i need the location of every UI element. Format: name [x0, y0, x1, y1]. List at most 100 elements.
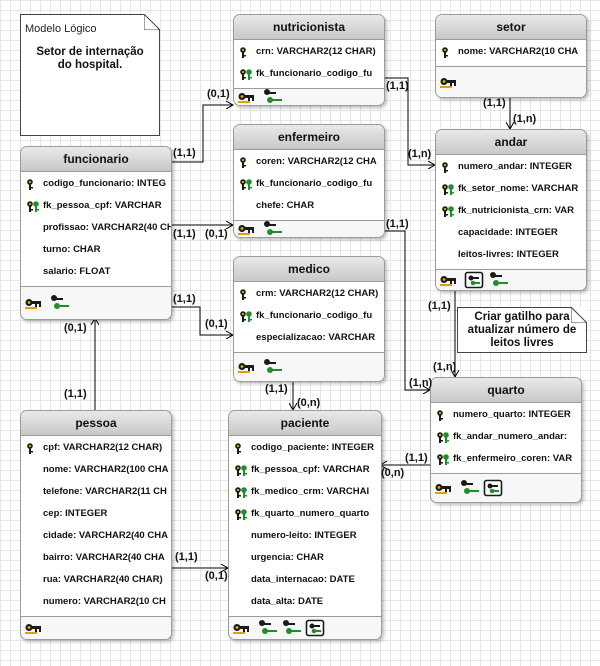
attribute-label: fk_setor_nome: VARCHAR — [458, 183, 579, 194]
foreign-key-constraint-icon[interactable] — [262, 358, 284, 376]
attribute-row[interactable]: urgencia: CHAR — [229, 547, 381, 569]
attribute-row[interactable]: fk_funcionario_codigo_fu — [234, 305, 384, 327]
attribute-row[interactable]: fk_quarto_numero_quarto — [229, 503, 381, 525]
attribute-label: fk_funcionario_codigo_fu — [256, 178, 373, 189]
attribute-row[interactable]: fk_funcionario_codigo_fu — [234, 173, 384, 195]
attribute-row[interactable]: fk_setor_nome: VARCHAR — [436, 178, 586, 200]
cardinality-label: (1,1) — [405, 452, 428, 464]
attribute-label: numero_andar: INTEGER — [458, 161, 573, 172]
attribute-row[interactable]: salario: FLOAT — [21, 261, 171, 283]
attribute-row[interactable]: turno: CHAR — [21, 239, 171, 261]
attribute-row[interactable]: numero_quarto: INTEGER — [431, 404, 581, 426]
attribute-label: numero_quarto: INTEGER — [453, 409, 571, 420]
attribute-row[interactable]: data_internacao: DATE — [229, 569, 381, 591]
primary-key-constraint-icon[interactable] — [238, 220, 260, 237]
attribute-label: salario: FLOAT — [43, 266, 111, 277]
attribute-row[interactable]: fk_nutricionista_crn: VAR — [436, 200, 586, 222]
attribute-row[interactable]: numero_andar: INTEGER — [436, 156, 586, 178]
foreign-key-constraint-icon[interactable] — [281, 619, 303, 637]
attribute-row[interactable]: cep: INTEGER — [21, 503, 171, 525]
trigger-icon[interactable] — [464, 271, 486, 289]
primary-key-constraint-icon[interactable] — [440, 271, 462, 289]
foreign-key-constraint-icon[interactable] — [257, 619, 279, 637]
note-body: Setor de internação do hospital. — [36, 46, 144, 71]
attribute-label: fk_pessoa_cpf: VARCHAR — [251, 464, 370, 475]
attribute-row[interactable]: codigo_funcionario: INTEG — [21, 173, 171, 195]
attribute-row[interactable]: leitos-livres: INTEGER — [436, 244, 586, 266]
foreign-key-constraint-icon[interactable] — [262, 88, 284, 105]
attribute-label: nome: VARCHAR2(10 CHA — [458, 46, 579, 57]
primary-key-constraint-icon[interactable] — [435, 479, 457, 497]
primary-key-constraint-icon[interactable] — [25, 294, 47, 312]
attribute-label: profissao: VARCHAR2(40 CH — [43, 222, 171, 233]
attribute-row[interactable]: fk_funcionario_codigo_fu — [234, 63, 384, 85]
attribute-row[interactable]: numero: VARCHAR2(10 CH — [21, 591, 171, 613]
attribute-list: crm: VARCHAR2(12 CHAR) fk_funcionario_cod… — [234, 282, 384, 349]
attribute-row[interactable]: profissao: VARCHAR2(40 CH — [21, 217, 171, 239]
cardinality-label: (1,1) — [173, 228, 196, 240]
cardinality-label: (0,1) — [64, 322, 87, 334]
primary-key-constraint-icon[interactable] — [238, 358, 260, 376]
operations-row — [436, 66, 586, 97]
attribute-row[interactable]: numero-leito: INTEGER — [229, 525, 381, 547]
attribute-row[interactable]: nome: VARCHAR2(10 CHA — [436, 41, 586, 63]
attribute-row[interactable]: codigo_paciente: INTEGER — [229, 437, 381, 459]
attribute-list: codigo_paciente: INTEGER fk_pessoa_cpf: V… — [229, 436, 381, 613]
note-gatilho[interactable]: Criar gatilho para atualizar número de l… — [457, 307, 587, 353]
attribute-label: fk_funcionario_codigo_fu — [256, 310, 373, 321]
cardinality-label: (0,1) — [205, 318, 228, 330]
attribute-row[interactable]: cpf: VARCHAR2(12 CHAR) — [21, 437, 171, 459]
attribute-row[interactable]: data_alta: DATE — [229, 591, 381, 613]
table-quarto[interactable]: quarto numero_quarto: INTEGER fk_andar_num… — [430, 377, 582, 503]
table-title: quarto — [431, 378, 581, 403]
primary-key-constraint-icon[interactable] — [233, 619, 255, 637]
attribute-row[interactable]: especializacao: VARCHAR — [234, 327, 384, 349]
primary-key-constraint-icon[interactable] — [238, 88, 260, 105]
cardinality-label: (0,1) — [205, 570, 228, 582]
cardinality-label: (1,1) — [175, 551, 198, 563]
attribute-row[interactable]: capacidade: INTEGER — [436, 222, 586, 244]
cardinality-label: (1,n) — [409, 377, 433, 389]
attribute-row[interactable]: crn: VARCHAR2(12 CHAR) — [234, 41, 384, 63]
attribute-label: leitos-livres: INTEGER — [458, 249, 559, 260]
attribute-row[interactable]: fk_enfermeiro_coren: VAR — [431, 448, 581, 470]
attribute-row[interactable]: rua: VARCHAR2(40 CHAR) — [21, 569, 171, 591]
foreign-key-constraint-icon[interactable] — [262, 220, 284, 237]
attribute-label: crm: VARCHAR2(12 CHAR) — [256, 288, 379, 299]
cardinality-label: (1,1) — [64, 388, 87, 400]
foreign-key-constraint-icon[interactable] — [49, 294, 71, 312]
folded-corner-icon — [571, 307, 587, 323]
attribute-row[interactable]: fk_pessoa_cpf: VARCHAR — [229, 459, 381, 481]
foreign-key-constraint-icon[interactable] — [488, 271, 510, 289]
trigger-icon[interactable] — [305, 619, 327, 637]
cardinality-label: (0,1) — [205, 228, 228, 240]
attribute-row[interactable]: cidade: VARCHAR2(40 CHA — [21, 525, 171, 547]
primary-key-constraint-icon[interactable] — [440, 73, 462, 91]
attribute-row[interactable]: chefe: CHAR — [234, 195, 384, 217]
attribute-list: cpf: VARCHAR2(12 CHAR)nome: VARCHAR2(100… — [21, 436, 171, 613]
attribute-label: fk_quarto_numero_quarto — [251, 508, 370, 519]
attribute-row[interactable]: fk_andar_numero_andar: — [431, 426, 581, 448]
attribute-label: capacidade: INTEGER — [458, 227, 558, 238]
attribute-row[interactable]: crm: VARCHAR2(12 CHAR) — [234, 283, 384, 305]
trigger-icon[interactable] — [483, 479, 505, 497]
attribute-row[interactable]: fk_medico_crm: VARCHAI — [229, 481, 381, 503]
relationship-enfermeiro-quarto[interactable] — [383, 230, 430, 390]
operations-row — [21, 616, 171, 639]
foreign-key-constraint-icon[interactable] — [459, 479, 481, 497]
primary-key-constraint-icon[interactable] — [25, 619, 47, 637]
attribute-row[interactable]: coren: VARCHAR2(12 CHA — [234, 151, 384, 173]
attribute-row[interactable]: nome: VARCHAR2(100 CHA — [21, 459, 171, 481]
attribute-row[interactable]: fk_pessoa_cpf: VARCHAR — [21, 195, 171, 217]
attribute-row[interactable]: telefone: VARCHAR2(11 CH — [21, 481, 171, 503]
attribute-row[interactable]: bairro: VARCHAR2(40 CHA — [21, 547, 171, 569]
